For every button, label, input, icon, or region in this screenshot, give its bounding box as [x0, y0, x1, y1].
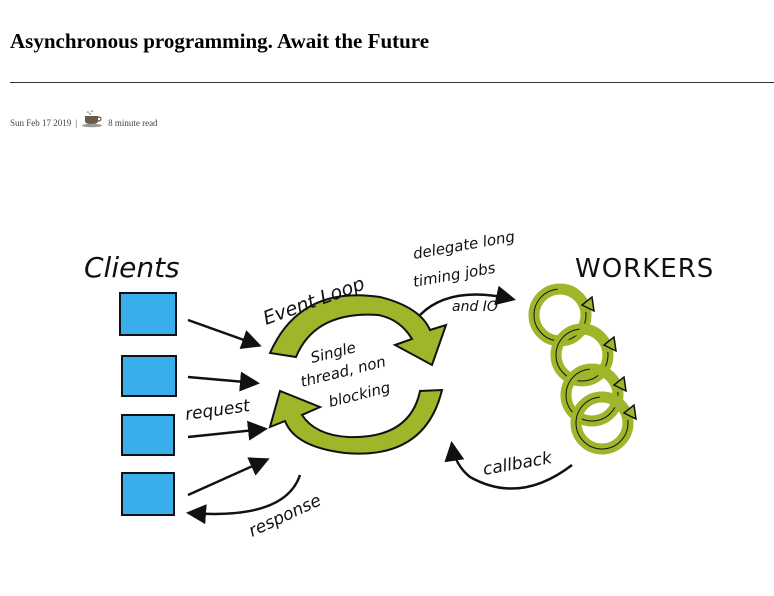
callback-label: callback [481, 448, 554, 480]
client-boxes [119, 292, 177, 516]
event-loop-arrows [268, 294, 448, 455]
center-line-3: blocking [327, 378, 392, 411]
client-box [121, 355, 177, 397]
meta-separator: | [75, 118, 78, 128]
coffee-cup-icon [81, 110, 105, 128]
clients-label: Clients [84, 251, 180, 284]
delegate-arrow [419, 285, 516, 316]
response-label: response [246, 491, 325, 542]
request-arrows [187, 318, 270, 497]
callback-arrow [444, 441, 573, 490]
post-meta: Sun Feb 17 2019 | 8 minute read [10, 110, 158, 128]
client-box [119, 292, 177, 336]
delegate-line-2: timing jobs [412, 259, 497, 291]
worker-cycles [528, 283, 637, 455]
title-divider [10, 82, 774, 83]
page-title: Asynchronous programming. Await the Futu… [10, 29, 430, 53]
event-loop-diagram: Clients request response Event Loop Sing… [84, 227, 714, 542]
post-date: Sun Feb 17 2019 [10, 118, 72, 128]
client-box [121, 414, 175, 456]
delegate-line-1: delegate long [412, 227, 517, 263]
client-box [121, 472, 175, 516]
response-arrow [186, 474, 302, 525]
workers-label: WORKERS [575, 254, 714, 284]
delegate-line-3: and IO [452, 299, 498, 315]
request-label: request [184, 396, 252, 425]
read-time: 8 minute read [108, 118, 158, 128]
